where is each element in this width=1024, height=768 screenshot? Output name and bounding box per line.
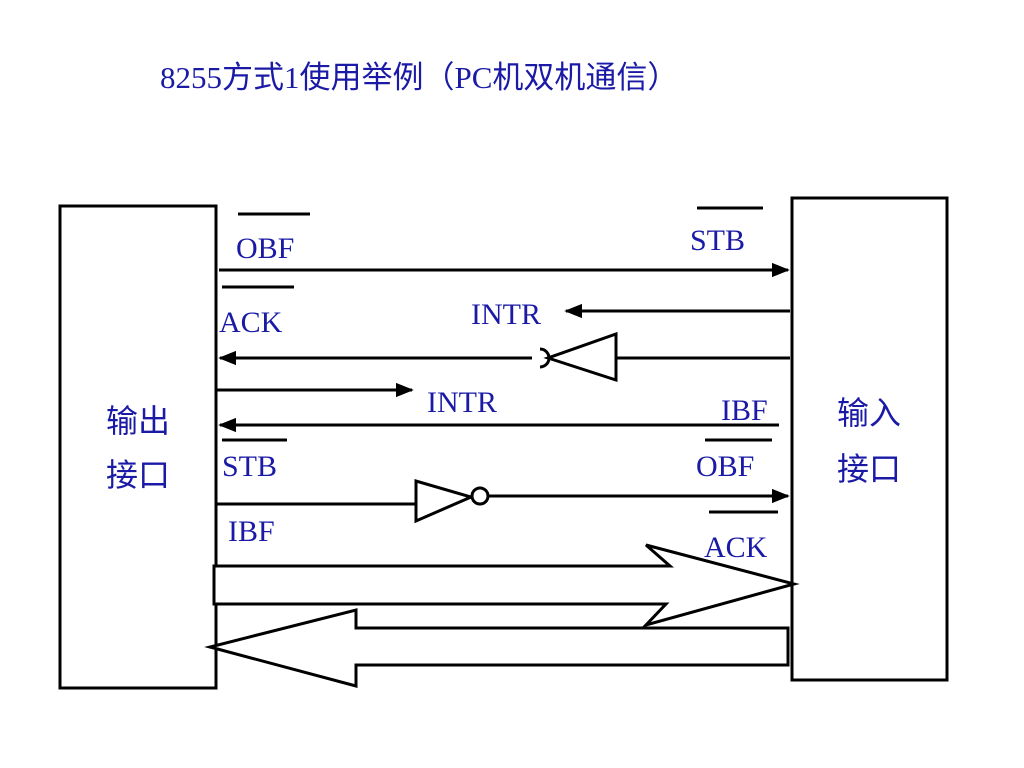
inverter-upper-bubble <box>539 347 551 369</box>
right-ack-label: ACK <box>704 531 768 564</box>
output-interface-block <box>58 204 218 690</box>
left-intr-label: INTR <box>427 386 497 419</box>
left-ibf-label: IBF <box>228 515 275 548</box>
data-bus-arrow-right <box>212 543 800 628</box>
page-title: 8255方式1使用举例（PC机双机通信） <box>160 60 678 95</box>
right-stb-label: STB <box>690 224 745 257</box>
left-obf-label: OBF <box>236 232 294 265</box>
right-ibf-label: IBF <box>721 394 768 427</box>
output-interface-label-2: 接口 <box>106 456 170 494</box>
input-interface-label-1: 输入 <box>837 394 901 432</box>
input-interface-label-2: 接口 <box>837 450 901 488</box>
left-stb-label: STB <box>222 450 277 483</box>
output-interface-label-1: 输出 <box>106 402 170 440</box>
right-obf-label: OBF <box>696 450 754 483</box>
inverter-lower <box>414 479 476 524</box>
left-ack-label: ACK <box>219 306 283 339</box>
data-bus-arrow-left <box>204 608 790 688</box>
input-interface-block <box>790 196 949 682</box>
inverter-upper <box>543 331 618 383</box>
inverter-lower-bubble <box>470 486 490 506</box>
right-intr-label: INTR <box>471 298 541 331</box>
